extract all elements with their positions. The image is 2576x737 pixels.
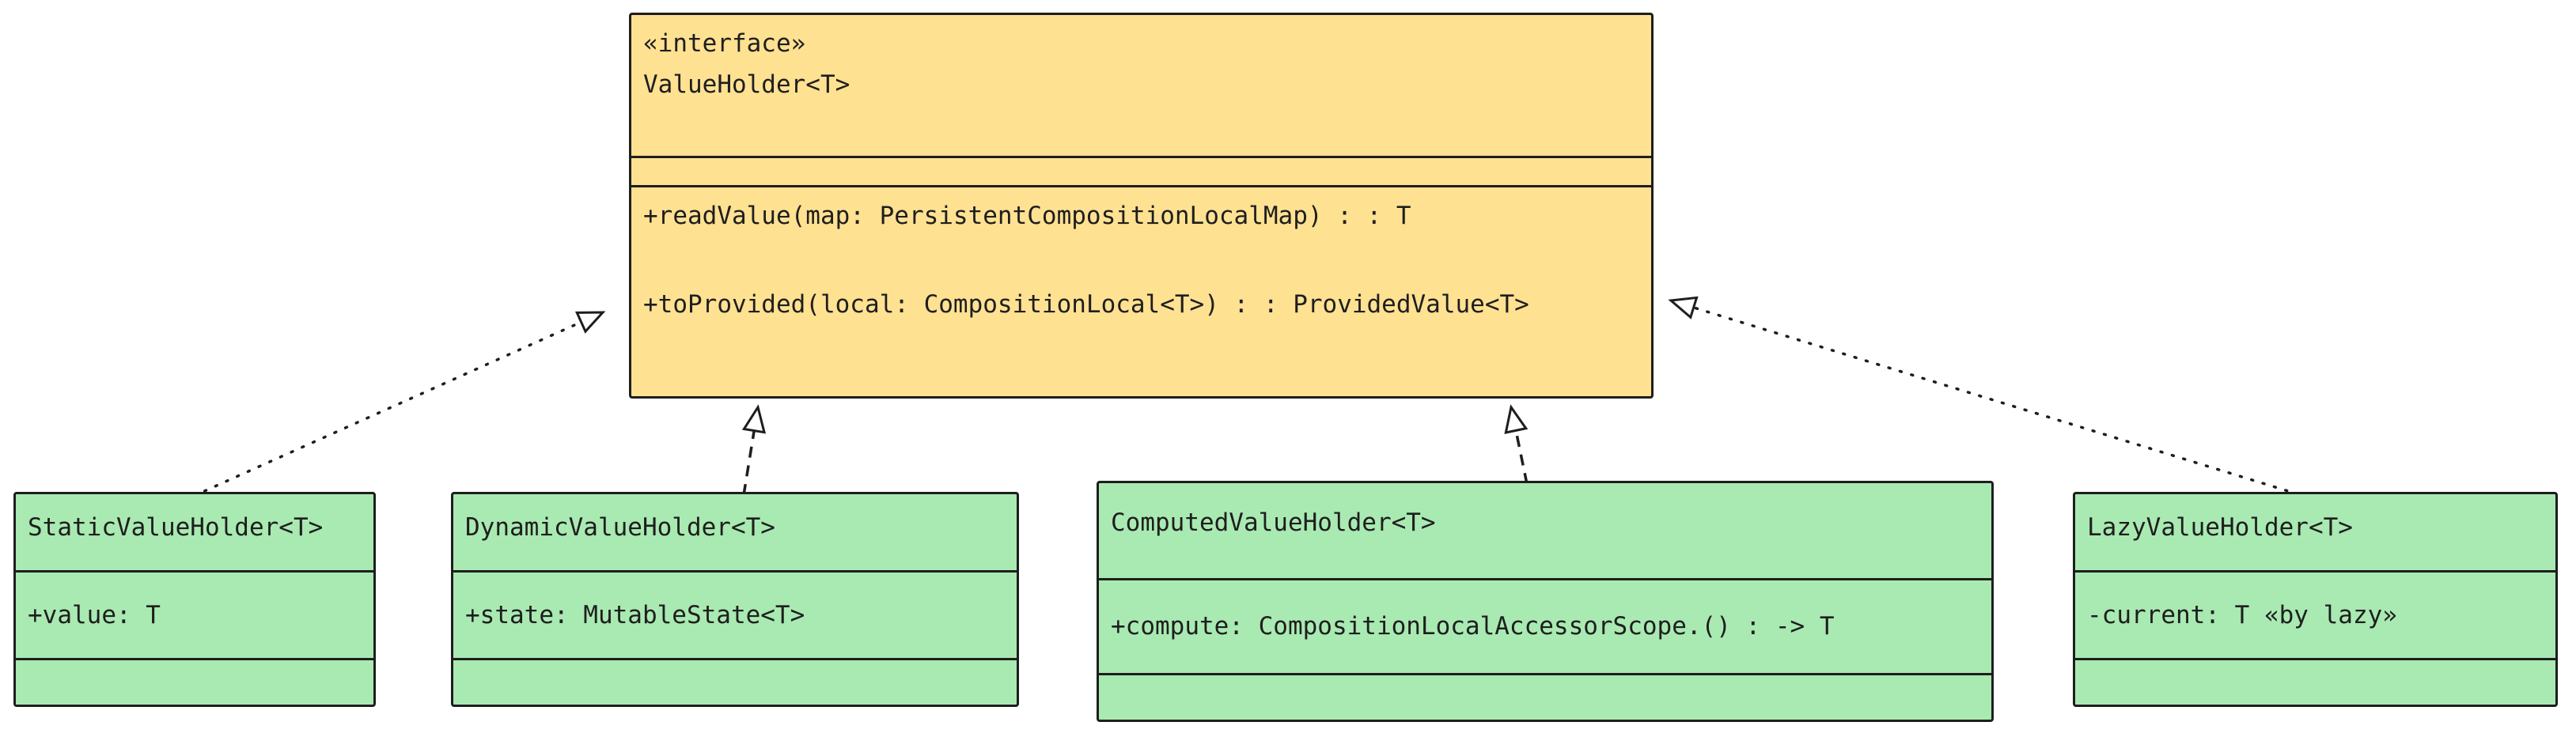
class-box-staticvalueholder: StaticValueHolder<T> +value: T [13, 492, 376, 707]
compartment-divider [2075, 658, 2555, 660]
attribute-text: +value: T [28, 601, 161, 629]
class-name: StaticValueHolder<T> [28, 513, 324, 542]
interface-name: ValueHolder<T> [643, 70, 850, 99]
empty-compartment [2075, 660, 2555, 705]
empty-compartment [16, 660, 373, 705]
realization-arrow-static [192, 311, 606, 497]
class-box-computedvalueholder: ComputedValueHolder<T> +compute: Composi… [1097, 481, 1994, 722]
attribute-text: +state: MutableState<T> [465, 601, 805, 629]
compartment-divider [631, 156, 1651, 158]
empty-compartment [453, 660, 1017, 705]
attribute-text: -current: T «by lazy» [2087, 601, 2397, 629]
empty-compartment [1099, 675, 1991, 720]
realization-arrow-dynamic [741, 404, 767, 496]
class-name: DynamicValueHolder<T> [465, 513, 775, 542]
compartment-divider [631, 185, 1651, 187]
empty-compartment [631, 158, 1651, 185]
class-box-dynamicvalueholder: DynamicValueHolder<T> +state: MutableSta… [451, 492, 1019, 707]
class-name: LazyValueHolder<T> [2087, 513, 2353, 542]
realization-arrow-computed [1504, 404, 1529, 485]
interface-box-valueholder: «interface» ValueHolder<T> +readValue(ma… [629, 13, 1654, 399]
compartment-divider [1099, 578, 1991, 580]
compartment-divider [16, 658, 373, 660]
stereotype-label: «interface» [643, 29, 806, 58]
class-box-lazyvalueholder: LazyValueHolder<T> -current: T «by lazy» [2073, 492, 2558, 707]
compartment-divider [1099, 673, 1991, 675]
class-name: ComputedValueHolder<T> [1111, 508, 1436, 537]
attribute-text: +compute: CompositionLocalAccessorScope.… [1111, 612, 1835, 641]
compartment-divider [453, 570, 1017, 573]
method-text-toprovided: +toProvided(local: CompositionLocal<T>) … [643, 290, 1529, 319]
compartment-divider [2075, 570, 2555, 573]
realization-arrow-lazy [1668, 296, 2300, 496]
compartment-divider [453, 658, 1017, 660]
compartment-divider [16, 570, 373, 573]
method-text-readvalue: +readValue(map: PersistentCompositionLoc… [643, 202, 1411, 230]
